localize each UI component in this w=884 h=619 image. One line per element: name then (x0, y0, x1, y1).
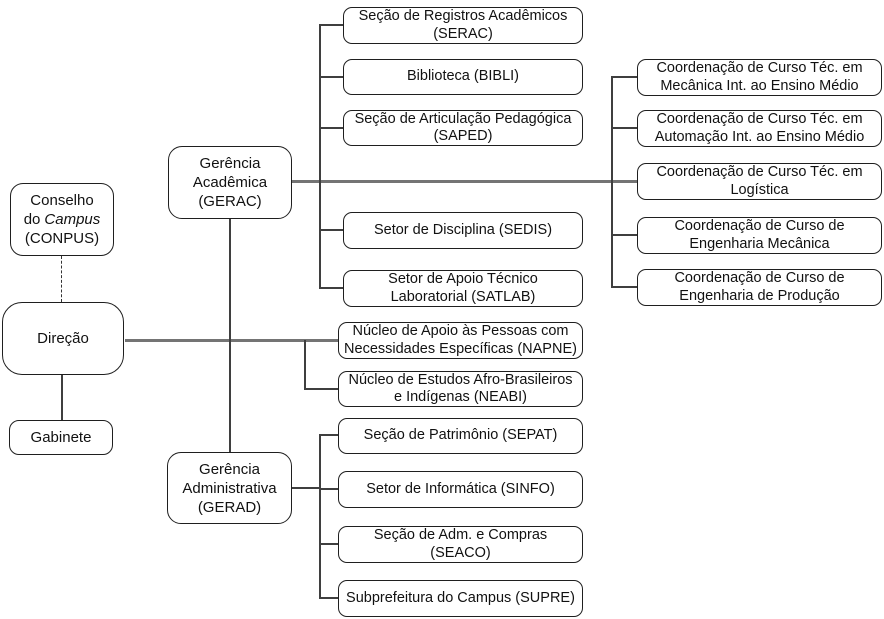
connector-branch-bibli (319, 76, 345, 78)
node-label: Coordenação de Curso Téc. em Logística (656, 164, 863, 198)
node-label: Biblioteca (BIBLI) (406, 68, 520, 85)
node-label: Gerência Administrativa (GERAD) (182, 460, 277, 516)
connector-branch-sedis (319, 229, 345, 231)
node-coord-tec-logistica: Coordenação de Curso Téc. em Logística (637, 163, 882, 200)
node-label: Gabinete (30, 428, 92, 446)
connector-gerac-main (292, 180, 638, 183)
connector-branch-serac (319, 24, 345, 26)
node-serac: Seção de Registros Acadêmicos (SERAC) (343, 7, 583, 44)
connector-branch-coord-eng-producao (611, 286, 639, 288)
node-label: Seção de Articulação Pedagógica (SAPED) (354, 110, 572, 145)
connector-gerac-gerad (229, 219, 231, 453)
connector-branch-coord-tec-mecanica (611, 76, 639, 78)
node-gerencia-administrativa: Gerência Administrativa (GERAD) (167, 452, 292, 524)
node-label: Núcleo de Estudos Afro-Brasileiros e Ind… (348, 371, 573, 406)
connector-branch-supre (319, 597, 340, 599)
connector-branch-satlab (319, 287, 345, 289)
connector-branch-sepat (319, 434, 340, 436)
node-label: Setor de Apoio Técnico Laboratorial (SAT… (388, 271, 538, 305)
node-supre: Subprefeitura do Campus (SUPRE) (338, 580, 583, 617)
connector-branch-saped (319, 127, 345, 129)
node-label: Subprefeitura do Campus (SUPRE) (346, 589, 575, 606)
node-satlab: Setor de Apoio Técnico Laboratorial (SAT… (343, 270, 583, 307)
node-direcao: Direção (2, 302, 124, 375)
connector-trunk-coordenacoes (611, 76, 613, 288)
node-label: Seção de Registros Acadêmicos (SERAC) (358, 8, 568, 42)
node-coord-eng-mecanica: Coordenação de Curso de Engenharia Mecân… (637, 217, 882, 254)
node-coord-tec-mecanica: Coordenação de Curso Téc. em Mecânica In… (637, 59, 882, 96)
node-sinfo: Setor de Informática (SINFO) (338, 471, 583, 508)
node-label: Seção de Adm. e Compras (SEACO) (373, 527, 548, 561)
connector-branch-sinfo (319, 488, 340, 490)
connector-branch-coord-tec-automacao (611, 127, 639, 129)
node-gabinete: Gabinete (9, 420, 113, 455)
node-label: Setor de Informática (SINFO) (366, 480, 555, 497)
node-seaco: Seção de Adm. e Compras (SEACO) (338, 526, 583, 563)
connector-direcao-gabinete (61, 375, 63, 420)
node-label: Setor de Disciplina (SEDIS) (373, 221, 553, 238)
connector-neabi-drop (304, 340, 306, 389)
node-label: Gerência Acadêmica (GERAC) (192, 155, 268, 210)
connector-trunk-gerad-children (319, 434, 321, 599)
node-gerencia-academica: Gerência Acadêmica (GERAC) (168, 146, 292, 219)
node-sedis: Setor de Disciplina (SEDIS) (343, 212, 583, 249)
connector-gerad-feed (292, 487, 320, 489)
node-label: Seção de Patrimônio (SEPAT) (363, 427, 558, 444)
connector-trunk-gerac-children (319, 24, 321, 289)
node-label: Direção (37, 329, 89, 347)
node-label: Coordenação de Curso de Engenharia de Pr… (674, 270, 845, 304)
connector-dashed-conpus-direcao (61, 256, 62, 302)
node-label: Núcleo de Apoio às Pessoas com Necessida… (344, 323, 577, 357)
node-biblioteca: Biblioteca (BIBLI) (343, 59, 583, 95)
node-label: Coordenação de Curso de Engenharia Mecân… (674, 218, 845, 252)
connector-neabi-branch (304, 388, 340, 390)
connector-branch-seaco (319, 543, 340, 545)
node-coord-tec-automacao: Coordenação de Curso Téc. em Automação I… (637, 110, 882, 147)
node-sepat: Seção de Patrimônio (SEPAT) (338, 418, 583, 454)
node-coord-eng-producao: Coordenação de Curso de Engenharia de Pr… (637, 269, 882, 306)
connector-branch-coord-eng-mecanica (611, 234, 639, 236)
node-saped: Seção de Articulação Pedagógica (SAPED) (343, 110, 583, 146)
node-neabi: Núcleo de Estudos Afro-Brasileiros e Ind… (338, 371, 583, 407)
connector-direcao-main (125, 339, 339, 342)
node-label: Coordenação de Curso Téc. em Mecânica In… (656, 60, 863, 94)
node-napne: Núcleo de Apoio às Pessoas com Necessida… (338, 322, 583, 359)
node-label: Coordenação de Curso Téc. em Automação I… (654, 111, 865, 145)
